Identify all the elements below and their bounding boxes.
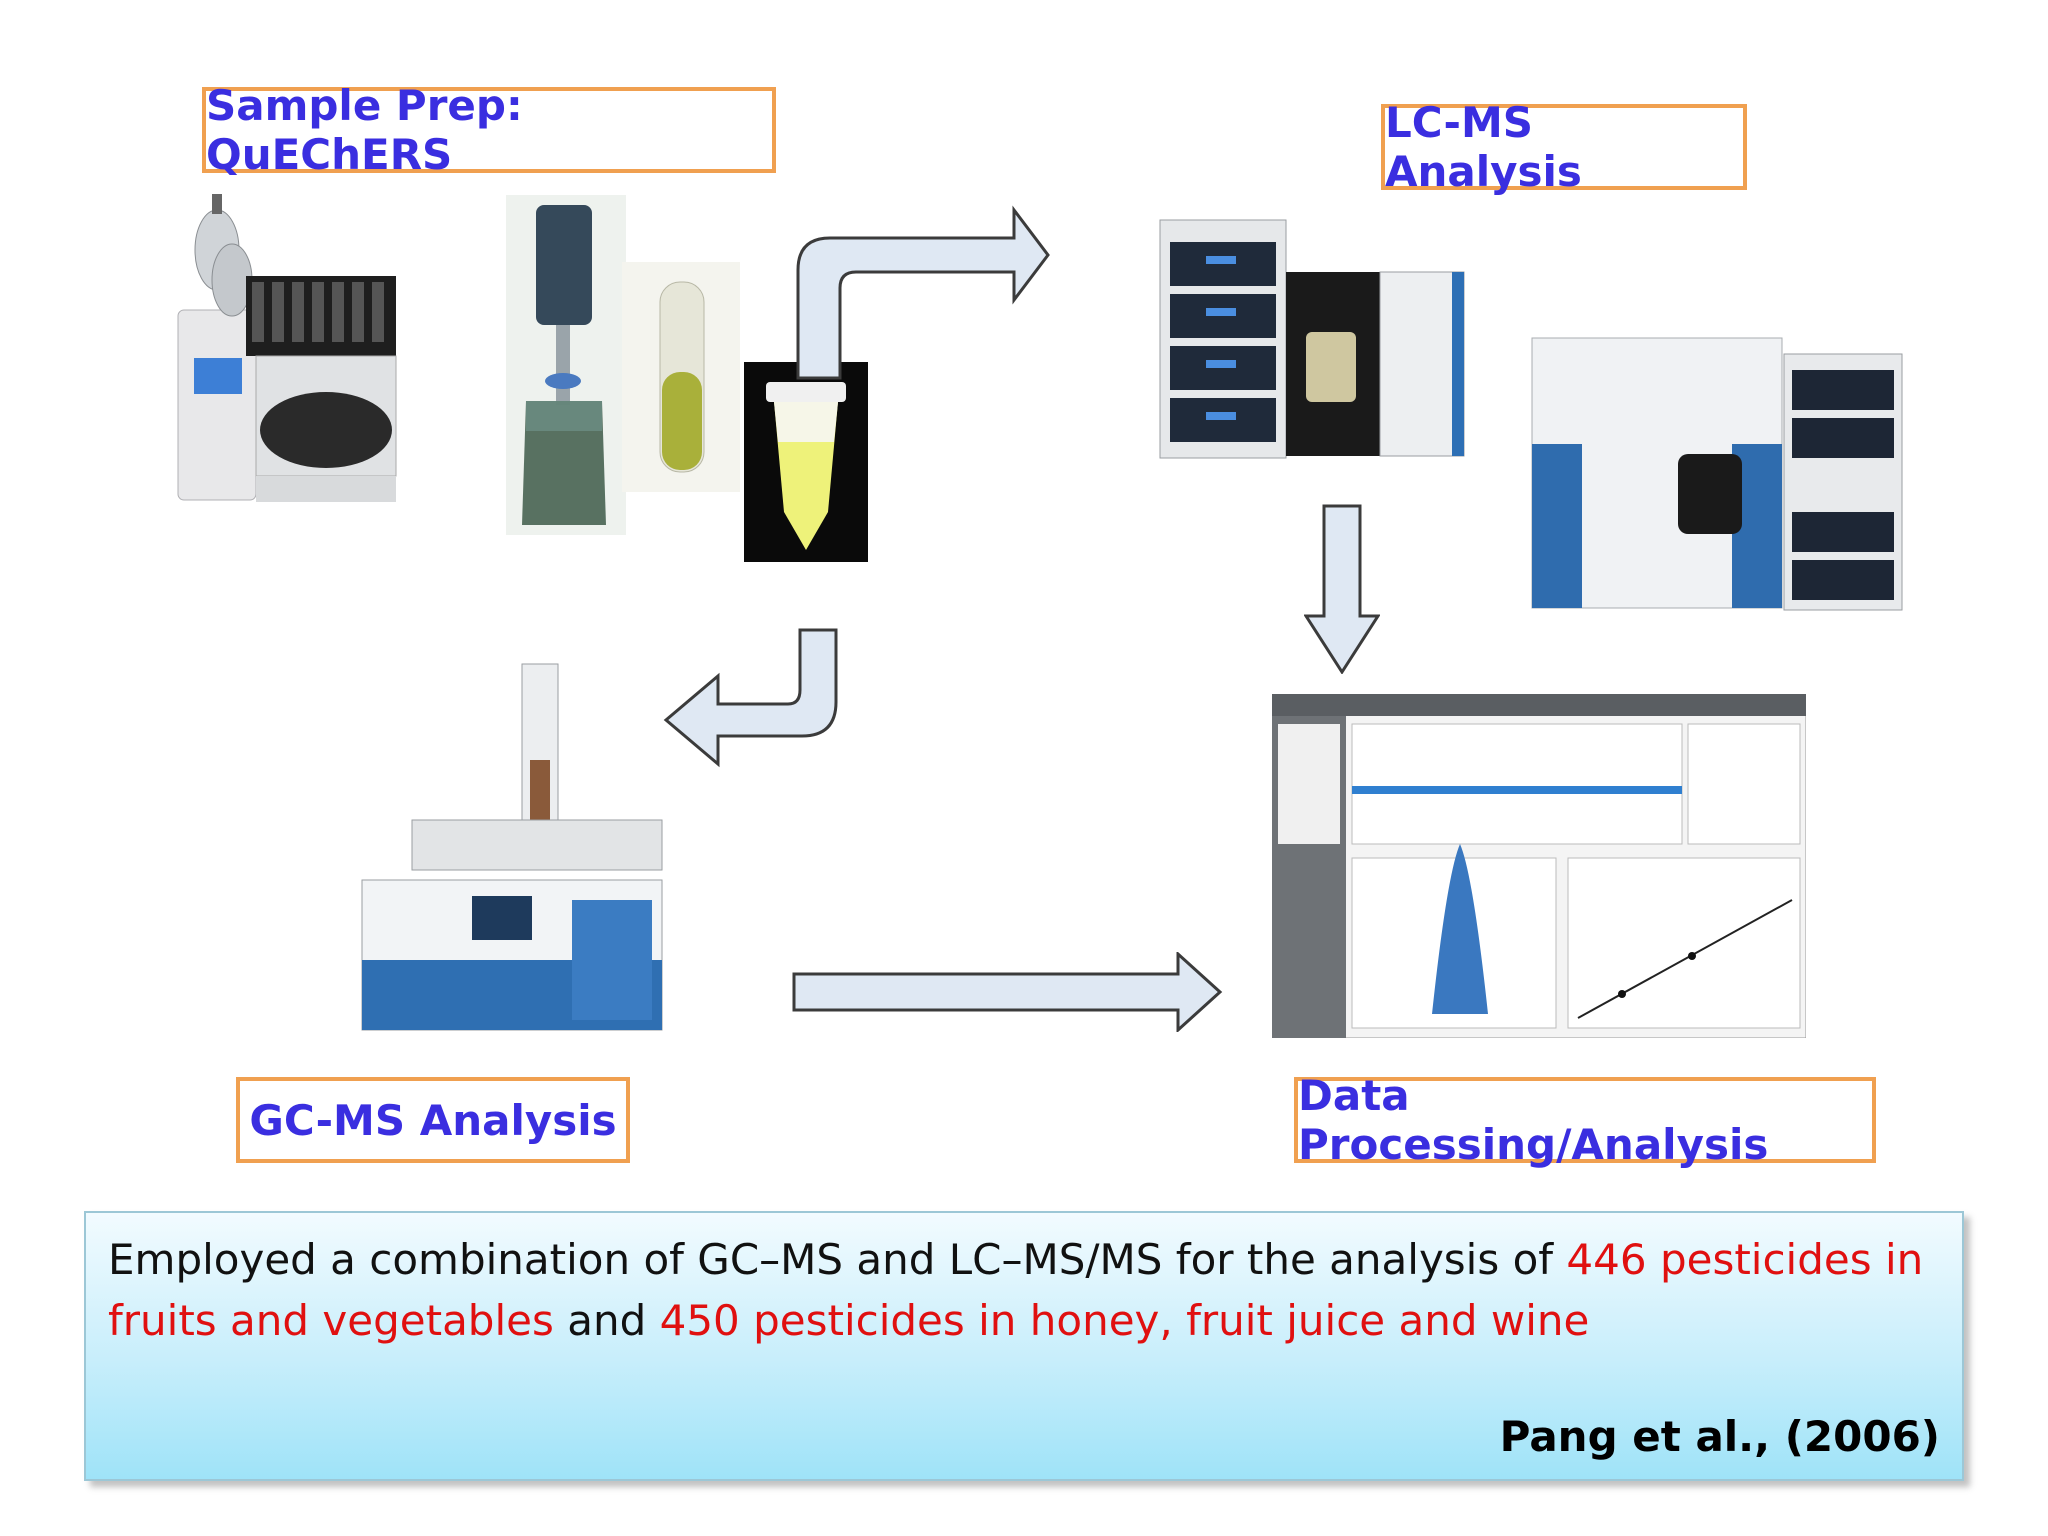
label-sample-prep-text: Sample Prep: QuEChERS (206, 81, 523, 179)
caption-box: Employed a combination of GC–MS and LC–M… (84, 1211, 1964, 1481)
caption-text: Employed a combination of GC–MS and LC–M… (108, 1229, 1948, 1351)
caption-highlight-1: 446 pesticides in fruits and vegetables (108, 1235, 1924, 1345)
test-tube-icon (622, 262, 740, 492)
software-screen-icon (1272, 694, 1806, 1038)
label-gcms: GC-MS Analysis (236, 1077, 630, 1163)
caption-highlight-2: 450 pesticides in honey, fruit juice and… (659, 1296, 1590, 1345)
extraction-instrument-icon (177, 194, 397, 502)
label-data-processing: Data Processing/Analysis (1294, 1071, 1876, 1169)
label-data-processing-text: Data Processing/Analysis (1298, 1071, 1769, 1169)
label-lcms: LC-MS Analysis (1381, 98, 1747, 196)
label-gcms-text: GC-MS Analysis (249, 1095, 617, 1145)
arrow-gcms-to-data (792, 952, 1223, 1032)
gcms-instrument-icon (361, 663, 663, 1031)
arrow-prep-to-gcms (663, 628, 838, 768)
arrow-prep-to-lcms (796, 205, 1050, 380)
centrifuge-tube-icon (744, 362, 868, 562)
citation: Pang et al., (2006) (1499, 1412, 1940, 1461)
lcms-instrument-icon (1159, 219, 1465, 459)
caption-part2: and (553, 1296, 660, 1345)
label-sample-prep: Sample Prep: QuEChERS (202, 81, 776, 179)
lcms-instrument-icon-2 (1531, 337, 1903, 611)
homogenizer-icon (506, 195, 626, 535)
caption-part1: Employed a combination of GC–MS and LC–M… (108, 1235, 1567, 1284)
arrow-lcms-to-data (1304, 504, 1380, 674)
label-lcms-text: LC-MS Analysis (1385, 98, 1582, 196)
